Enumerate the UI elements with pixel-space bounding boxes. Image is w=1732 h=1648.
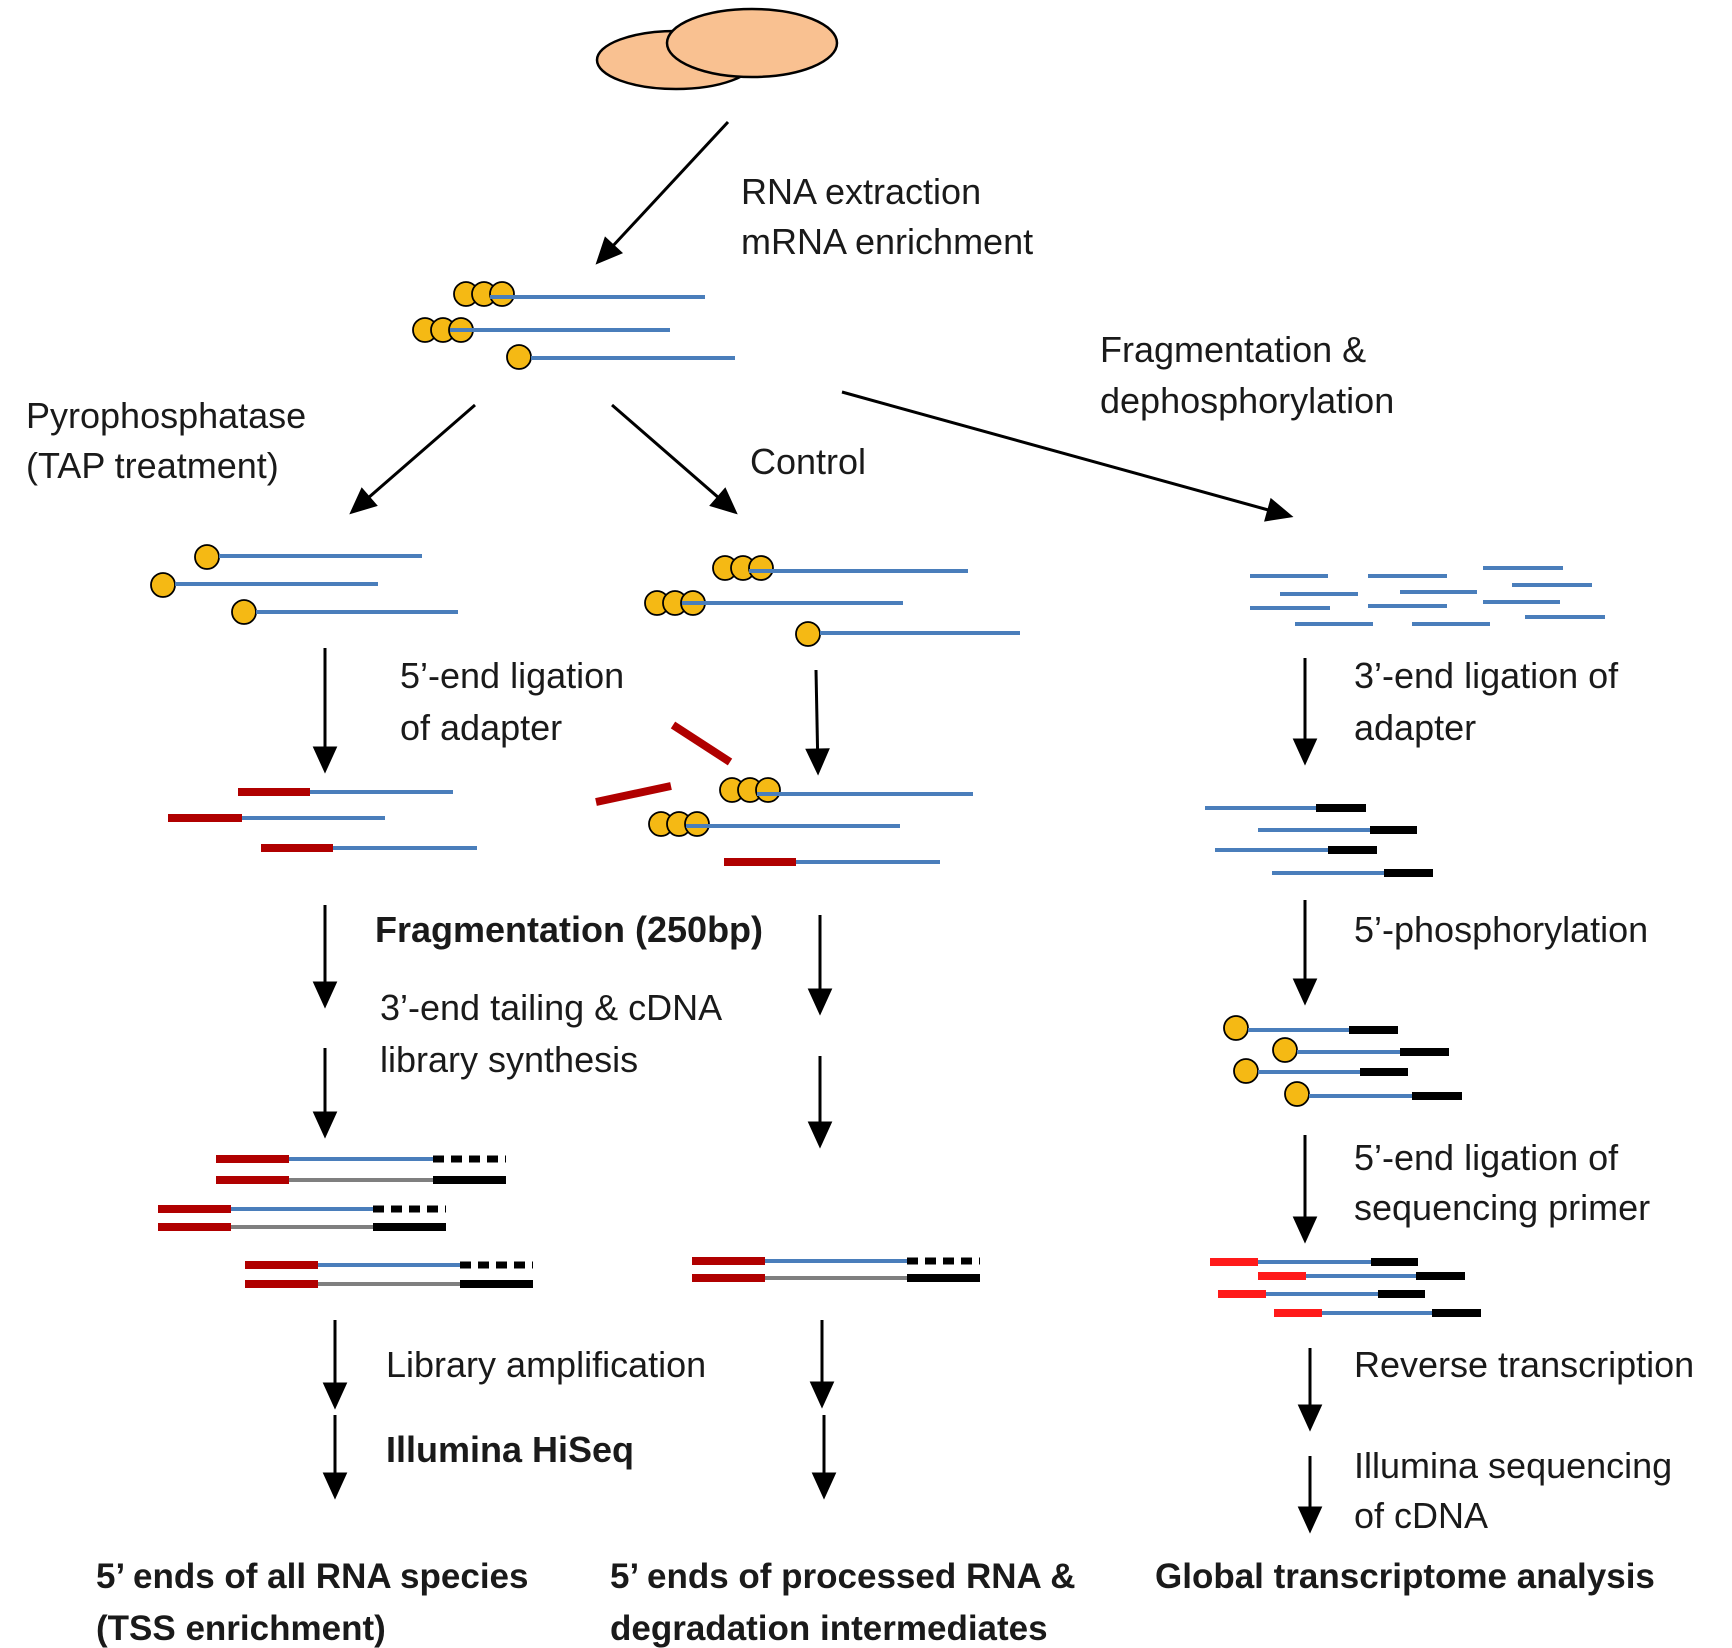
- label-5end-ligation-2: of adapter: [400, 707, 562, 748]
- arrow: [1297, 1456, 1323, 1534]
- arrow: [807, 1056, 833, 1149]
- arrow: [349, 403, 476, 515]
- arrow: [322, 1320, 348, 1410]
- arrow: [809, 1320, 835, 1409]
- label-5end-ligation-1: 5’-end ligation: [400, 655, 624, 696]
- label-control: Control: [750, 441, 866, 482]
- label-5-phosphorylation: 5’-phosphorylation: [1354, 909, 1648, 950]
- phosphate-cap: [795, 621, 821, 647]
- adapter-5-free: [670, 721, 733, 766]
- label-3end-ligation-2: adapter: [1354, 707, 1476, 748]
- label-fragmentation-250bp: Fragmentation (250bp): [375, 909, 763, 950]
- arrowhead: [1264, 497, 1294, 522]
- arrowhead: [1292, 1216, 1318, 1244]
- label-illumina-cdna-2: of cDNA: [1354, 1495, 1488, 1536]
- arrow-shaft: [367, 403, 476, 499]
- arrow: [805, 669, 830, 776]
- arrow: [611, 403, 738, 515]
- phosphate-cap: [755, 777, 781, 803]
- arrow-shaft: [841, 390, 1270, 512]
- outcome-left-2: (TSS enrichment): [96, 1609, 386, 1648]
- label-primer-ligation-1: 5’-end ligation of: [1354, 1137, 1619, 1178]
- arrowhead: [312, 746, 338, 774]
- phosphate-cap: [1233, 1058, 1259, 1084]
- label-fragmentation-dephos-1: Fragmentation &: [1100, 329, 1366, 370]
- outcome-middle-2: degradation intermediates: [610, 1609, 1048, 1648]
- label-illumina-cdna-1: Illumina sequencing: [1354, 1445, 1672, 1486]
- arrow: [322, 1415, 348, 1500]
- arrow: [811, 1415, 837, 1500]
- outcome-right: Global transcriptome analysis: [1155, 1557, 1655, 1596]
- label-mrna-enrichment: mRNA enrichment: [741, 221, 1033, 262]
- phosphate-cap: [150, 572, 176, 598]
- arrowhead: [1297, 1404, 1323, 1432]
- arrow: [595, 120, 730, 265]
- phosphate-cap: [194, 544, 220, 570]
- adapter-5-free: [595, 782, 672, 806]
- phosphate-cap: [1284, 1081, 1310, 1107]
- arrow: [312, 648, 338, 774]
- arrowhead: [807, 988, 833, 1016]
- phosphate-cap: [231, 599, 257, 625]
- arrowhead: [312, 1111, 338, 1139]
- label-tailing-1: 3’-end tailing & cDNA: [380, 987, 722, 1028]
- arrowhead: [322, 1382, 348, 1410]
- arrowhead: [809, 1381, 835, 1409]
- process-arrows: [312, 120, 1323, 1534]
- phosphate-cap: [489, 281, 515, 307]
- arrowhead: [1297, 1506, 1323, 1534]
- arrow: [1292, 1135, 1318, 1244]
- label-tap-treatment: (TAP treatment): [26, 445, 279, 486]
- label-primer-ligation-2: sequencing primer: [1354, 1187, 1650, 1228]
- arrow: [807, 915, 833, 1016]
- outcome-labels: 5’ ends of all RNA species (TSS enrichme…: [96, 1557, 1655, 1648]
- step-labels: RNA extraction mRNA enrichment Pyrophosp…: [26, 171, 1694, 1536]
- phosphate-cap: [748, 555, 774, 581]
- arrow-shaft: [611, 120, 730, 247]
- outcome-left-1: 5’ ends of all RNA species: [96, 1557, 528, 1596]
- arrow-shaft: [814, 669, 820, 751]
- arrowhead: [322, 1472, 348, 1500]
- cells-icon: [595, 7, 839, 91]
- label-3end-ligation-1: 3’-end ligation of: [1354, 655, 1619, 696]
- label-pyrophosphatase: Pyrophosphatase: [26, 395, 306, 436]
- phosphate-cap: [1223, 1015, 1249, 1041]
- arrow: [1297, 1348, 1323, 1432]
- arrowhead: [349, 487, 378, 515]
- arrow: [1292, 900, 1318, 1006]
- phosphate-cap: [506, 344, 532, 370]
- arrowhead: [595, 236, 624, 265]
- label-rna-extraction: RNA extraction: [741, 171, 981, 212]
- arrow: [1292, 658, 1318, 766]
- arrow: [312, 905, 338, 1009]
- label-illumina-hiseq: Illumina HiSeq: [386, 1429, 634, 1470]
- arrow: [312, 1048, 338, 1139]
- arrowhead: [811, 1472, 837, 1500]
- arrowhead: [1292, 738, 1318, 766]
- label-reverse-transcription: Reverse transcription: [1354, 1344, 1694, 1385]
- rna-molecules: [150, 281, 1605, 1317]
- outcome-middle-1: 5’ ends of processed RNA &: [610, 1557, 1076, 1596]
- label-library-amplification: Library amplification: [386, 1344, 706, 1385]
- arrow-shaft: [611, 403, 720, 499]
- arrowhead: [312, 981, 338, 1009]
- arrow: [841, 390, 1294, 522]
- arrowhead: [807, 1121, 833, 1149]
- arrowhead: [805, 748, 830, 776]
- arrowhead: [1292, 978, 1318, 1006]
- label-fragmentation-dephos-2: dephosphorylation: [1100, 380, 1394, 421]
- label-tailing-2: library synthesis: [380, 1039, 638, 1080]
- phosphate-cap: [1272, 1037, 1298, 1063]
- arrowhead: [709, 487, 738, 515]
